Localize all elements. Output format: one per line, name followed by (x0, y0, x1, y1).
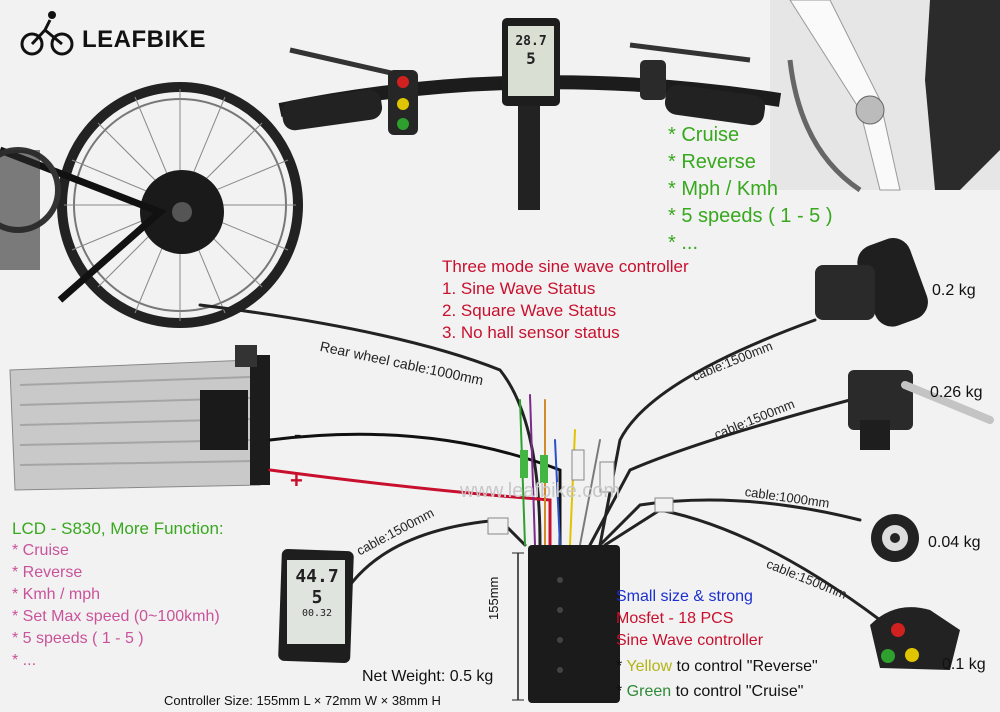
watermark: www.leafbike.com (460, 480, 621, 502)
controller-box (512, 545, 620, 703)
weight-pas: 0.04 kg (928, 534, 981, 551)
feature-item: * Cruise (668, 124, 740, 146)
weight-throttle: 0.2 kg (932, 282, 976, 299)
lcd-feature-item: * 5 speeds ( 1 - 5 ) (12, 630, 144, 647)
lcd-feature-item: * Kmh / mph (12, 586, 101, 603)
controller-modes-title: Three mode sine wave controller (442, 257, 689, 276)
controller-mode-item: 1. Sine Wave Status (442, 279, 596, 298)
pas-sensor-photo (871, 514, 919, 562)
green-word: Green (626, 683, 672, 700)
controller-modes: Three mode sine wave controller 1. Sine … (442, 256, 689, 344)
weight-brake: 0.26 kg (930, 384, 983, 401)
lcd-feature-list: LCD - S830, More Function: * Cruise * Re… (12, 518, 224, 672)
rear-wheel-photo (0, 82, 303, 328)
connectors (487, 449, 674, 535)
controller-yellow-note: * Yellow to control "Reverse" (616, 658, 818, 676)
top-display-screen: 28.7 5 (508, 34, 554, 68)
lcd-photo (278, 548, 354, 664)
lcd-screen-brand: SKS (333, 552, 346, 560)
cable-lines (198, 303, 882, 622)
controller-height-label: 155mm (486, 576, 501, 620)
yellow-prefix: * (616, 658, 627, 675)
feature-item: * 5 speeds ( 1 - 5 ) (668, 205, 833, 227)
battery-minus: - (294, 422, 302, 447)
controller-line3: Sine Wave controller (616, 632, 764, 649)
battery-plus: + (290, 468, 303, 493)
fork-photo (770, 0, 1000, 193)
lcd-screen-odo: 00.32 (301, 608, 333, 619)
controller-size: Controller Size: 155mm L × 72mm W × 38mm… (164, 693, 441, 708)
switch-photo (870, 607, 960, 670)
feature-item: * Mph / Kmh (668, 178, 779, 200)
feature-item: * Reverse (668, 151, 756, 173)
feature-item: * ... (668, 232, 699, 254)
lcd-feature-item: * Cruise (12, 542, 69, 559)
yellow-word: Yellow (626, 658, 673, 675)
brand-name: LEAFBIKE (82, 26, 206, 54)
features-top-list: * Cruise * Reverse * Mph / Kmh * 5 speed… (668, 122, 833, 257)
controller-net-weight: Net Weight: 0.5 kg (362, 668, 494, 685)
controller-description: Small size & strong Mosfet - 18 PCS Sine… (616, 586, 763, 652)
controller-line1: Small size & strong (616, 588, 753, 605)
lcd-feature-item: * Reverse (12, 564, 83, 581)
yellow-rest: to control "Reverse" (672, 658, 818, 675)
controller-green-note: * Green to control "Cruise" (616, 683, 803, 701)
green-prefix: * (616, 683, 627, 700)
lcd-feature-item: * Set Max speed (0~100kmh) (12, 608, 220, 625)
lcd-feature-title: LCD - S830, More Function: (12, 519, 224, 538)
battery-photo (9, 345, 270, 491)
controller-line2: Mosfet - 18 PCS (616, 610, 734, 627)
handlebar-photo (278, 18, 782, 210)
lcd-screen-speed: 44.7 (295, 566, 339, 587)
top-display-level: 5 (526, 49, 536, 68)
lcd-screen: SKS 44.7 5 00.32 (288, 552, 346, 619)
green-rest: to control "Cruise" (671, 683, 804, 700)
brand-logo-mark (20, 11, 74, 56)
brand-name-text: LEAFBIKE (82, 26, 206, 53)
lcd-screen-level: 5 (311, 587, 323, 608)
controller-mode-item: 3. No hall sensor status (442, 323, 620, 342)
top-display-speed: 28.7 (515, 34, 547, 49)
brake-lever-photo (848, 370, 994, 450)
lcd-feature-item: * ... (12, 652, 37, 669)
controller-mode-item: 2. Square Wave Status (442, 301, 617, 320)
weight-switch: 0.1 kg (942, 656, 986, 673)
throttle-photo (815, 238, 928, 327)
